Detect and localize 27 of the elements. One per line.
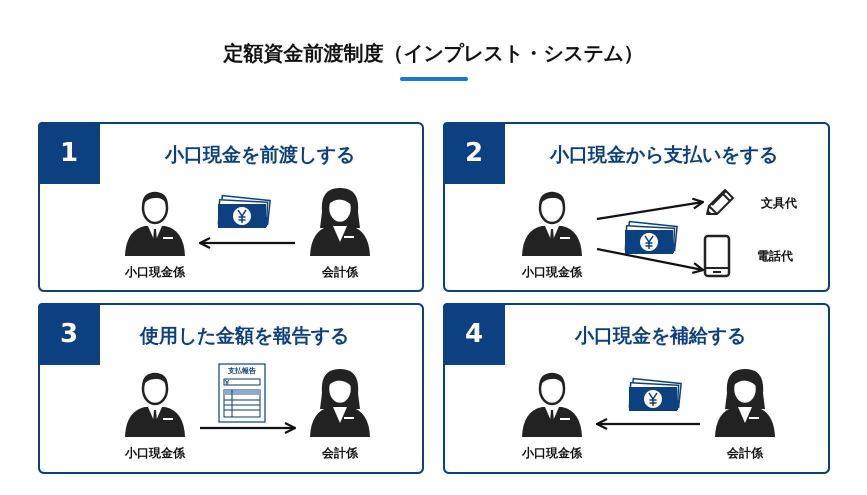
expense-label: 文具代 [761, 194, 797, 212]
title: 定額資金前渡制度（インプレスト・システム） [224, 41, 644, 65]
role-label: 会計係 [321, 445, 360, 462]
role-label: 小口現金係 [520, 445, 584, 462]
step-heading: 小口現金を補給する [575, 324, 746, 349]
step-number: 2 [443, 122, 505, 184]
role-label: 会計係 [321, 264, 360, 281]
role-label: 会計係 [726, 445, 764, 462]
step-heading: 小口現金から支払いをする [550, 143, 778, 168]
role-label: 小口現金係 [124, 264, 186, 281]
step-panel [38, 303, 424, 474]
step-number: 3 [38, 303, 100, 365]
arrow [596, 247, 704, 274]
arrow [198, 236, 294, 249]
arrow [596, 197, 704, 220]
step-panel [38, 122, 424, 292]
step-panel [443, 122, 830, 292]
step-heading: 使用した金額を報告する [140, 324, 349, 349]
step-number: 4 [443, 303, 505, 365]
role-label: 小口現金係 [124, 445, 186, 462]
step-number: 1 [38, 122, 100, 184]
arrow [200, 421, 296, 434]
arrow [595, 417, 700, 430]
step-panel [443, 303, 830, 474]
step-heading: 小口現金を前渡しする [165, 143, 355, 168]
role-label: 小口現金係 [520, 264, 584, 281]
expense-label: 電話代 [757, 248, 793, 264]
